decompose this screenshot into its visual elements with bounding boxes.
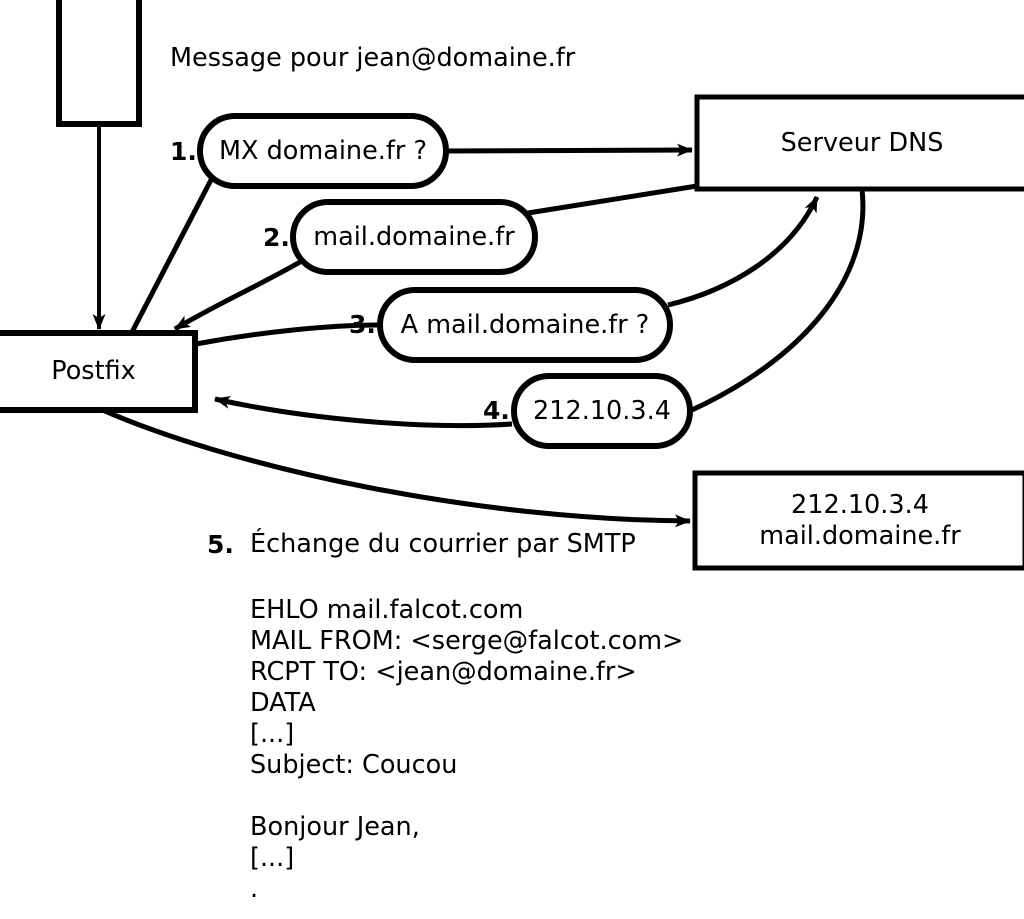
message-heading: Message pour jean@domaine.fr <box>170 43 576 73</box>
smtp-line-blank <box>250 781 683 812</box>
connector-step1-tail <box>128 176 215 336</box>
postfix-box-shape <box>0 330 198 413</box>
connector-step4-to-postfix <box>214 395 513 429</box>
bubble-2-label: mail.domaine.fr <box>313 221 515 252</box>
connector-step1-to-dns <box>445 143 693 157</box>
connector-dns-to-step2 <box>527 183 698 216</box>
connector-postfix-to-mailserver <box>99 406 691 528</box>
smtp-line: EHLO mail.falcot.com <box>250 595 524 625</box>
smtp-line: Bonjour Jean, <box>250 812 420 842</box>
connector-postfix-to-step3 <box>195 322 379 347</box>
step-number-4: 4. <box>483 396 510 425</box>
connector-step2-to-postfix <box>173 259 302 332</box>
step-number-5: 5. <box>207 530 234 559</box>
mail-server-ip: 212.10.3.4 <box>791 490 929 521</box>
dns-box-shape <box>694 94 1024 192</box>
smtp-line: [...] <box>250 843 295 873</box>
client-box-label <box>59 0 139 124</box>
mail-server-hostname: mail.domaine.fr <box>759 520 961 551</box>
step-5-caption: Échange du courrier par SMTP <box>250 529 636 559</box>
bubble-3-shape <box>377 287 673 363</box>
mail-server-box-label: 212.10.3.4 mail.domaine.fr <box>695 473 1024 568</box>
step-number-3: 3. <box>349 310 376 339</box>
bubble-1-label: MX domaine.fr ? <box>219 135 427 166</box>
smtp-line: RCPT TO: <jean@domaine.fr> <box>250 657 637 687</box>
step-number-2: 2. <box>263 223 290 252</box>
bubble-2-shape <box>290 199 538 275</box>
bubble-3-label: A mail.domaine.fr ? <box>400 309 650 340</box>
mail-server-box-shape <box>692 470 1024 571</box>
smtp-line: DATA <box>250 688 316 718</box>
smtp-transcript: EHLO mail.falcot.com MAIL FROM: <serge@f… <box>250 595 683 905</box>
dns-box-label: Serveur DNS <box>780 127 944 158</box>
connector-step3-to-dns <box>667 195 820 308</box>
smtp-line: MAIL FROM: <serge@falcot.com> <box>250 626 684 656</box>
connector-dns-to-step4 <box>690 188 866 413</box>
step-number-1: 1. <box>170 137 197 166</box>
smtp-line: Subject: Coucou <box>250 750 458 780</box>
bubble-4-shape <box>511 373 693 449</box>
bubble-4-label: 212.10.3.4 <box>533 395 671 426</box>
postfix-box-label: Postfix <box>51 356 136 387</box>
smtp-line: [...] <box>250 719 295 749</box>
smtp-line: . <box>250 874 259 904</box>
